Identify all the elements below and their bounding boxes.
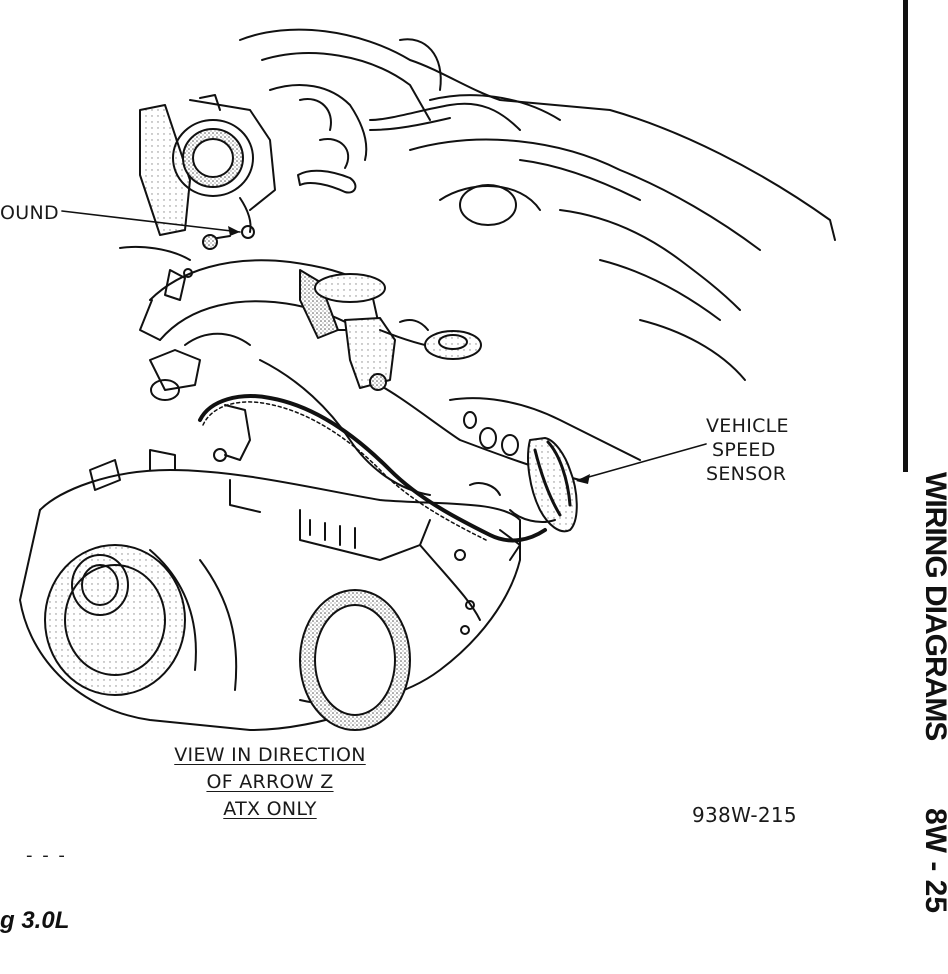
vss-label-line-2: SPEED <box>712 439 776 461</box>
view-note-line-2: OF ARROW Z <box>206 771 334 793</box>
vss-label-line-1: VEHICLE <box>706 415 789 437</box>
view-direction-note: VIEW IN DIRECTION OF ARROW Z ATX ONLY <box>150 742 390 823</box>
vehicle-speed-sensor <box>527 437 578 533</box>
wire-harness <box>198 394 547 543</box>
figure-caption: g 3.0L <box>0 907 70 934</box>
transaxle-housing <box>39 469 521 705</box>
truncated-label: - - - <box>26 845 67 866</box>
engine-top-contour <box>239 28 836 241</box>
vss-label-line-3: SENSOR <box>706 463 787 485</box>
figure-code: 938W-215 <box>692 803 797 827</box>
ground-callout-label: OUND <box>0 202 59 224</box>
sidebar-page-number: 8W - 25 <box>919 808 948 914</box>
sidebar-rule <box>903 0 908 472</box>
view-note-line-3: ATX ONLY <box>223 798 317 820</box>
sidebar-section-title: WIRING DIAGRAMS <box>919 472 948 741</box>
vehicle-speed-sensor-label: VEHICLE SPEED SENSOR <box>706 414 789 486</box>
view-note-line-1: VIEW IN DIRECTION <box>174 744 366 766</box>
